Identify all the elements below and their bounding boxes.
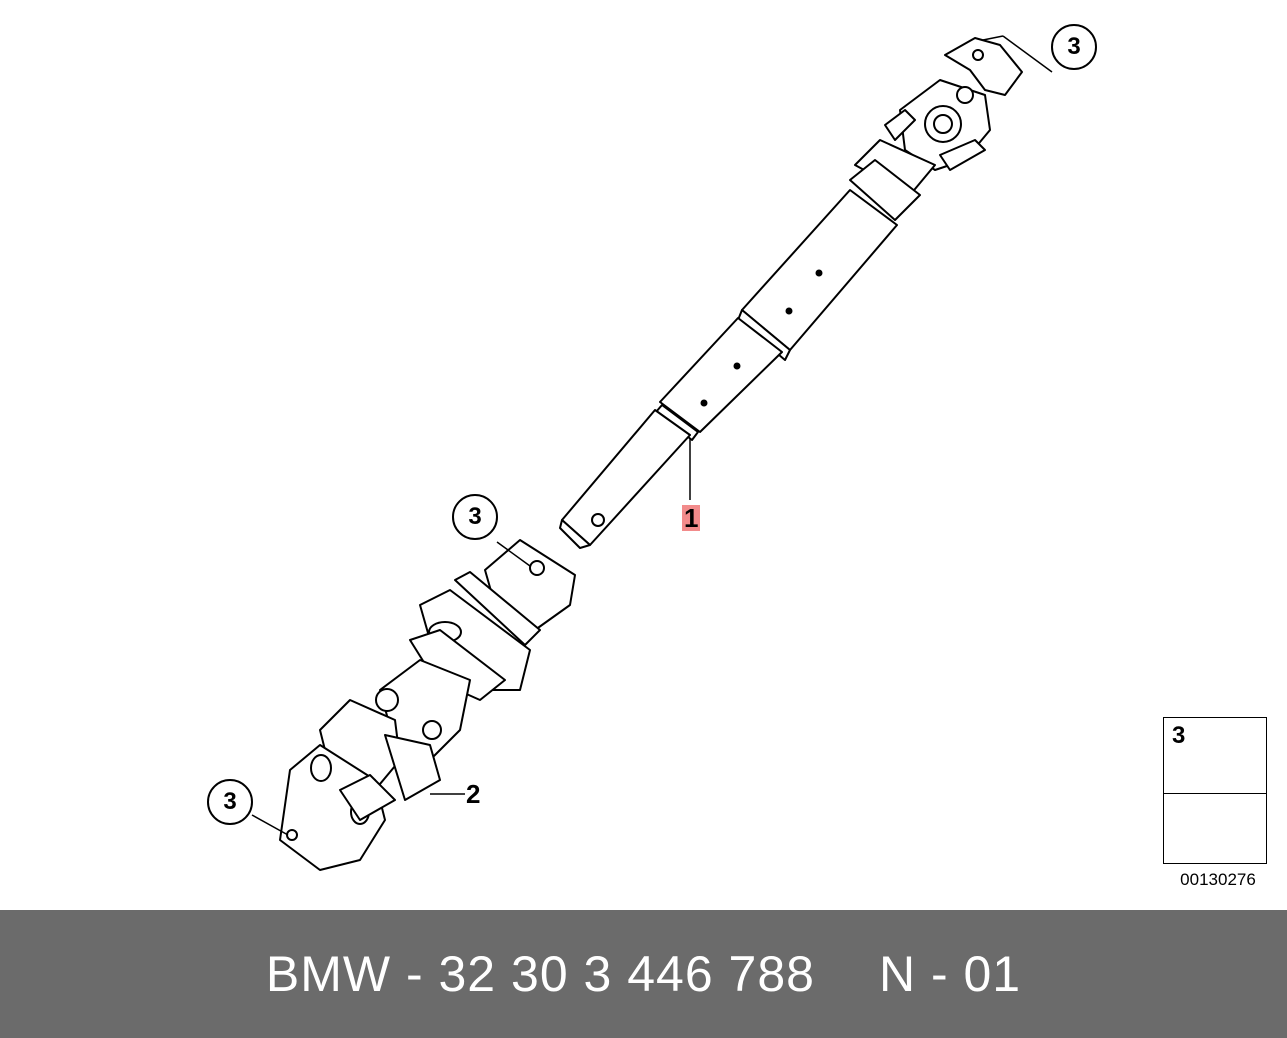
- catalog-suffix-text: N - 01: [878, 946, 1022, 1002]
- lower-universal-joint-assembly: [279, 539, 576, 871]
- part-label-2[interactable]: 2: [466, 781, 480, 807]
- part-label-2-text: 2: [466, 779, 481, 809]
- callout-3-bottom-left[interactable]: 3: [207, 779, 253, 825]
- leader-lines: [251, 35, 1053, 836]
- callout-3-top-right[interactable]: 3: [1051, 24, 1097, 70]
- legend-divider: [1164, 793, 1266, 794]
- part-label-1-text: 1: [684, 503, 699, 533]
- callout-label: 3: [1067, 33, 1081, 60]
- steering-shaft-drawing: [251, 35, 1261, 871]
- callout-3-mid-left[interactable]: 3: [452, 494, 498, 540]
- image-reference: 00130276: [1180, 870, 1256, 889]
- parts-diagram: 3 3 3 1 2 3 00130276: [207, 24, 1267, 889]
- legend-part-number: 3: [1172, 722, 1186, 749]
- callout-label: 3: [468, 503, 482, 530]
- footer-bar: BMW - 32 30 3 446 788 N - 01: [0, 910, 1287, 1038]
- part-label-1[interactable]: 1: [682, 503, 701, 533]
- part-number-text: BMW - 32 30 3 446 788: [265, 946, 815, 1002]
- telescopic-shaft: [559, 189, 898, 549]
- upper-universal-joint: [849, 37, 1023, 221]
- legend-box: 3: [1163, 717, 1267, 864]
- callout-label: 3: [223, 788, 237, 815]
